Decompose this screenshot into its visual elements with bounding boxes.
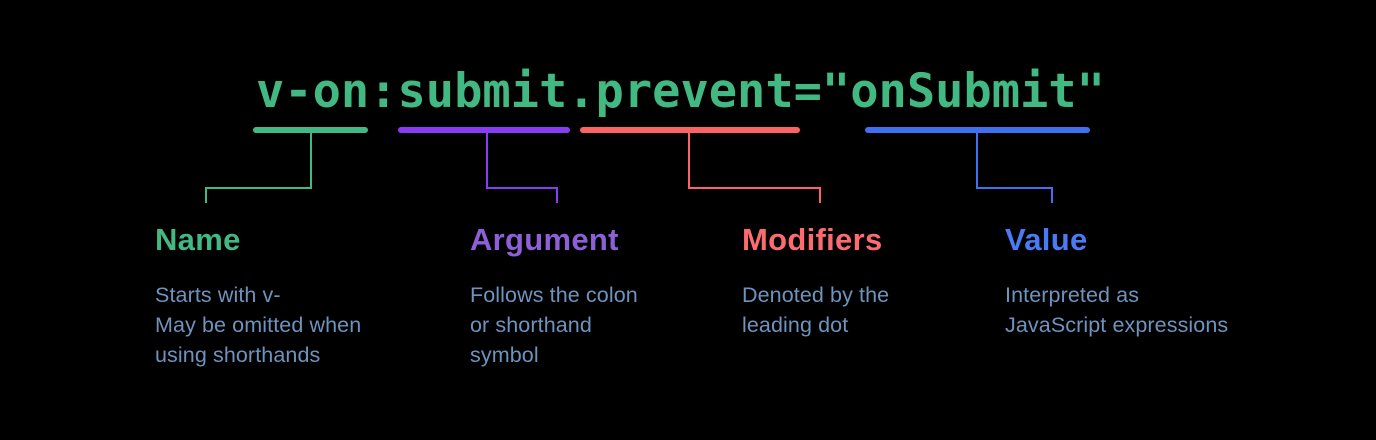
value-underline — [865, 127, 1090, 133]
argument-label: Argument — [470, 222, 619, 257]
value-label: Value — [1005, 222, 1088, 257]
argument-connector-line — [486, 133, 558, 203]
value-connector-line — [976, 133, 1053, 203]
name-description: Starts with v- May be omitted when using… — [155, 283, 362, 367]
modifiers-underline — [580, 127, 800, 133]
value-description: Interpreted as JavaScript expressions — [1005, 283, 1229, 337]
name-label: Name — [155, 222, 241, 257]
modifiers-label: Modifiers — [742, 222, 883, 257]
argument-description: Follows the colon or shorthand symbol — [470, 283, 638, 367]
name-underline — [253, 127, 368, 133]
name-section: Name Starts with v- May be omitted when … — [155, 222, 485, 370]
code-snippet: v-on:submit.prevent="onSubmit" — [256, 64, 1105, 119]
modifiers-section: Modifiers Denoted by the leading dot — [742, 222, 1002, 340]
modifiers-connector-line — [688, 133, 821, 203]
argument-underline — [398, 127, 570, 133]
name-connector-line — [205, 133, 312, 203]
modifiers-description: Denoted by the leading dot — [742, 283, 890, 337]
argument-section: Argument Follows the colon or shorthand … — [470, 222, 740, 370]
value-section: Value Interpreted as JavaScript expressi… — [1005, 222, 1345, 340]
